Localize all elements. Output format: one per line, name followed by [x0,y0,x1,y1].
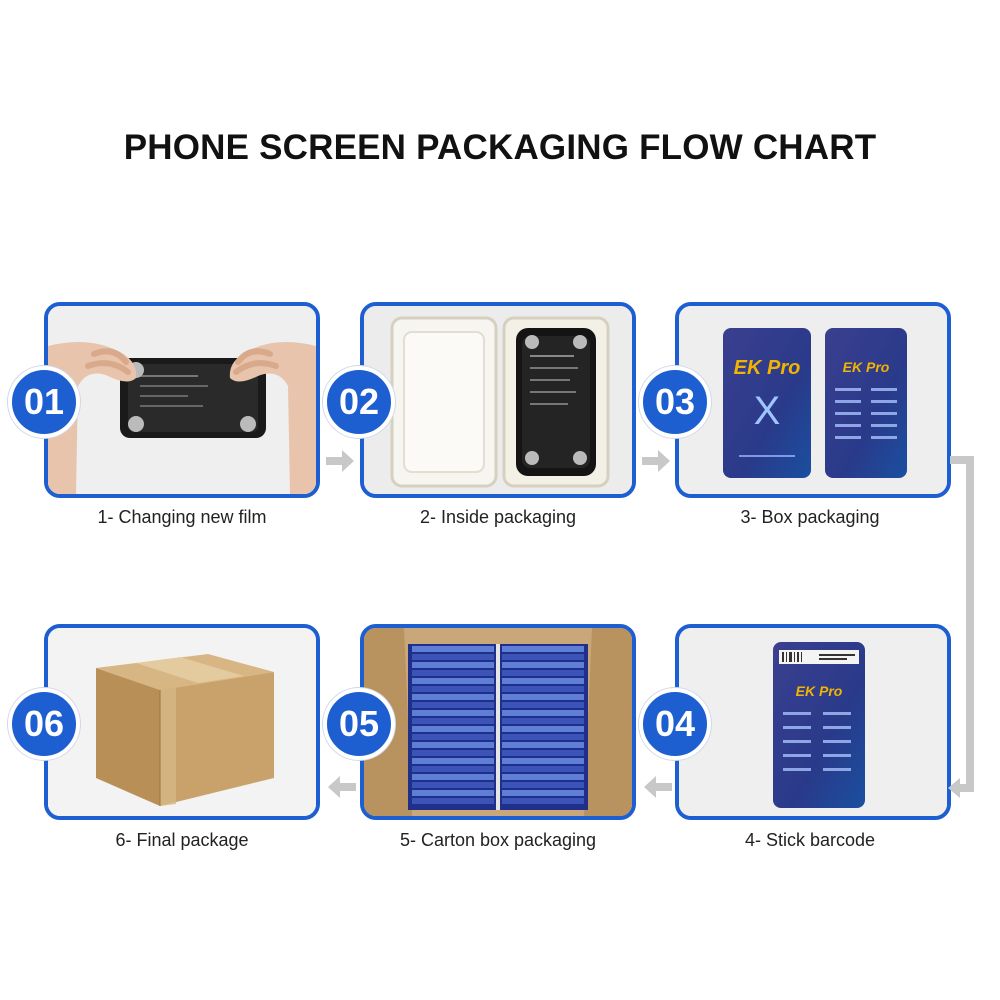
retail-box-photo: EK Pro X EK Pro [679,306,947,494]
step-2-number-badge: 02 [323,366,395,438]
arrow-left-5-to-6-icon [328,776,356,798]
step-5-photo-frame [360,624,636,820]
step-3-caption: 3- Box packaging [740,507,880,527]
step-6-photo-frame [44,624,320,820]
svg-text:EK Pro: EK Pro [796,683,843,699]
step-1-photo-frame [44,302,320,498]
step-1-caption: 1- Changing new film [97,507,267,527]
box-model-text: X [754,389,781,433]
arrow-connector-3-to-4-icon [948,456,974,798]
hands-peeling-film-photo [48,306,316,494]
step-1-number-badge: 01 [8,366,80,438]
plastic-tray-photo [364,306,632,494]
arrow-right-2-to-3-icon [642,450,670,472]
arrow-left-4-to-5-icon [644,776,672,798]
step-4-caption: 4- Stick barcode [744,830,876,850]
step-2-photo-frame [360,302,636,498]
step-4-number-badge: 04 [639,688,711,760]
step-5-caption: 5- Carton box packaging [399,830,597,850]
page-title: PHONE SCREEN PACKAGING FLOW CHART [123,128,877,167]
carton-full-photo [364,628,632,816]
step-3-number-badge: 03 [639,366,711,438]
step-2-caption: 2- Inside packaging [419,507,577,527]
step-4-photo-frame: EK Pro [675,624,951,820]
svg-text:EK Pro: EK Pro [843,359,890,375]
barcode-box-photo: EK Pro [679,628,947,816]
step-6-number-badge: 06 [8,688,80,760]
step-6-caption: 6- Final package [115,830,249,850]
sealed-carton-photo [48,628,316,816]
box-brand-text: EK Pro [734,357,801,379]
arrow-right-1-to-2-icon [326,450,354,472]
step-5-number-badge: 05 [323,688,395,760]
step-3-photo-frame: EK Pro X EK Pro [675,302,951,498]
